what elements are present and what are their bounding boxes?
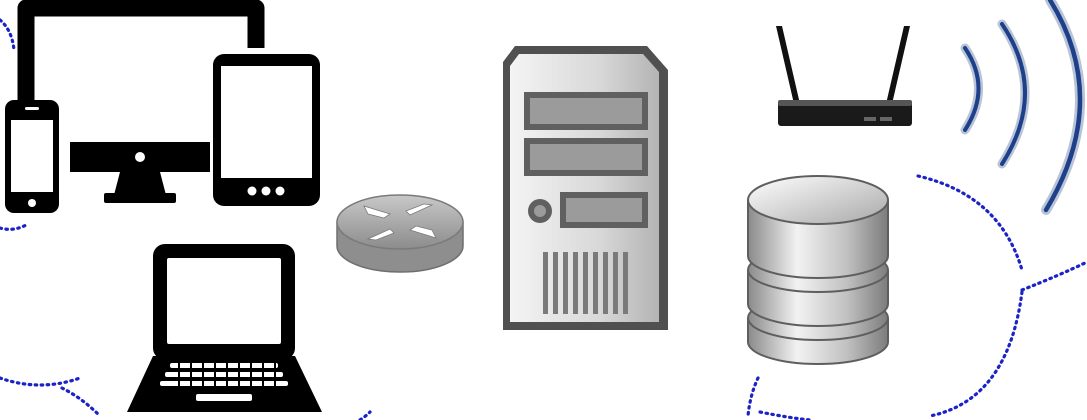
database-icon	[748, 176, 888, 364]
devices-icon	[5, 8, 320, 213]
wifi-router-icon	[776, 26, 912, 126]
server-tower-icon	[503, 46, 668, 330]
cloud-outline-left	[0, 20, 100, 416]
router-icon	[337, 195, 463, 272]
laptop-icon	[127, 244, 322, 412]
wifi-signal-icon	[965, 0, 1080, 210]
cloud-outline-fragment	[360, 412, 370, 420]
